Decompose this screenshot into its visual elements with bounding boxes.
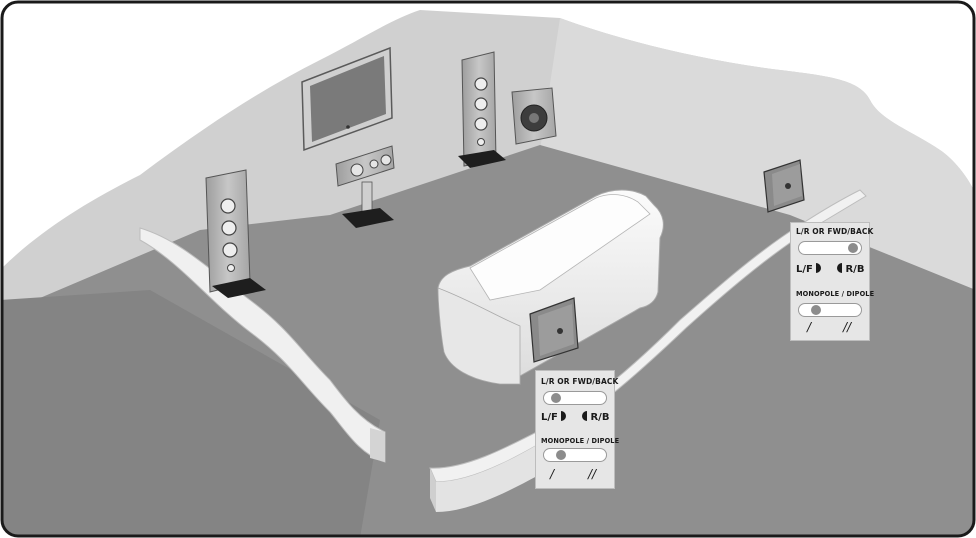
dipole-switch[interactable] <box>543 448 607 462</box>
label-rb-text: R/B <box>590 412 609 423</box>
panel-title-monopole: MONOPOLE / DIPOLE <box>796 290 874 298</box>
half-speaker-right-icon <box>582 411 587 421</box>
half-speaker-right-icon <box>837 263 842 273</box>
dipole-switch-knob[interactable] <box>811 305 821 315</box>
label-rb-text: R/B <box>845 264 864 275</box>
label-rb: R/B <box>582 411 609 423</box>
slash-monopole: / <box>550 467 554 481</box>
lr-switch[interactable] <box>798 241 862 255</box>
slash-dipole: // <box>588 467 596 481</box>
label-lf-text: L/F <box>541 412 558 423</box>
dipole-switch-knob[interactable] <box>556 450 566 460</box>
subwoofer <box>512 88 556 144</box>
lr-switch-knob[interactable] <box>848 243 858 253</box>
lr-switch-knob[interactable] <box>551 393 561 403</box>
switch-panel-bottom: L/R OR FWD/BACK L/F R/B MONOPOLE / DIPOL… <box>535 370 615 489</box>
panel-title-lr: L/R OR FWD/BACK <box>541 377 618 386</box>
label-lf: L/F <box>796 263 821 275</box>
half-speaker-left-icon <box>561 411 566 421</box>
slash-dipole: // <box>843 320 851 334</box>
slash-monopole: / <box>807 320 811 334</box>
lr-switch[interactable] <box>543 391 607 405</box>
panel-title-monopole: MONOPOLE / DIPOLE <box>541 437 619 445</box>
dipole-switch[interactable] <box>798 303 862 317</box>
label-lf-text: L/F <box>796 264 813 275</box>
label-rb: R/B <box>837 263 864 275</box>
switch-panel-right: L/R OR FWD/BACK L/F R/B MONOPOLE / DIPOL… <box>790 222 870 341</box>
panel-title-lr: L/R OR FWD/BACK <box>796 227 873 236</box>
half-speaker-left-icon <box>816 263 821 273</box>
label-lf: L/F <box>541 411 566 423</box>
